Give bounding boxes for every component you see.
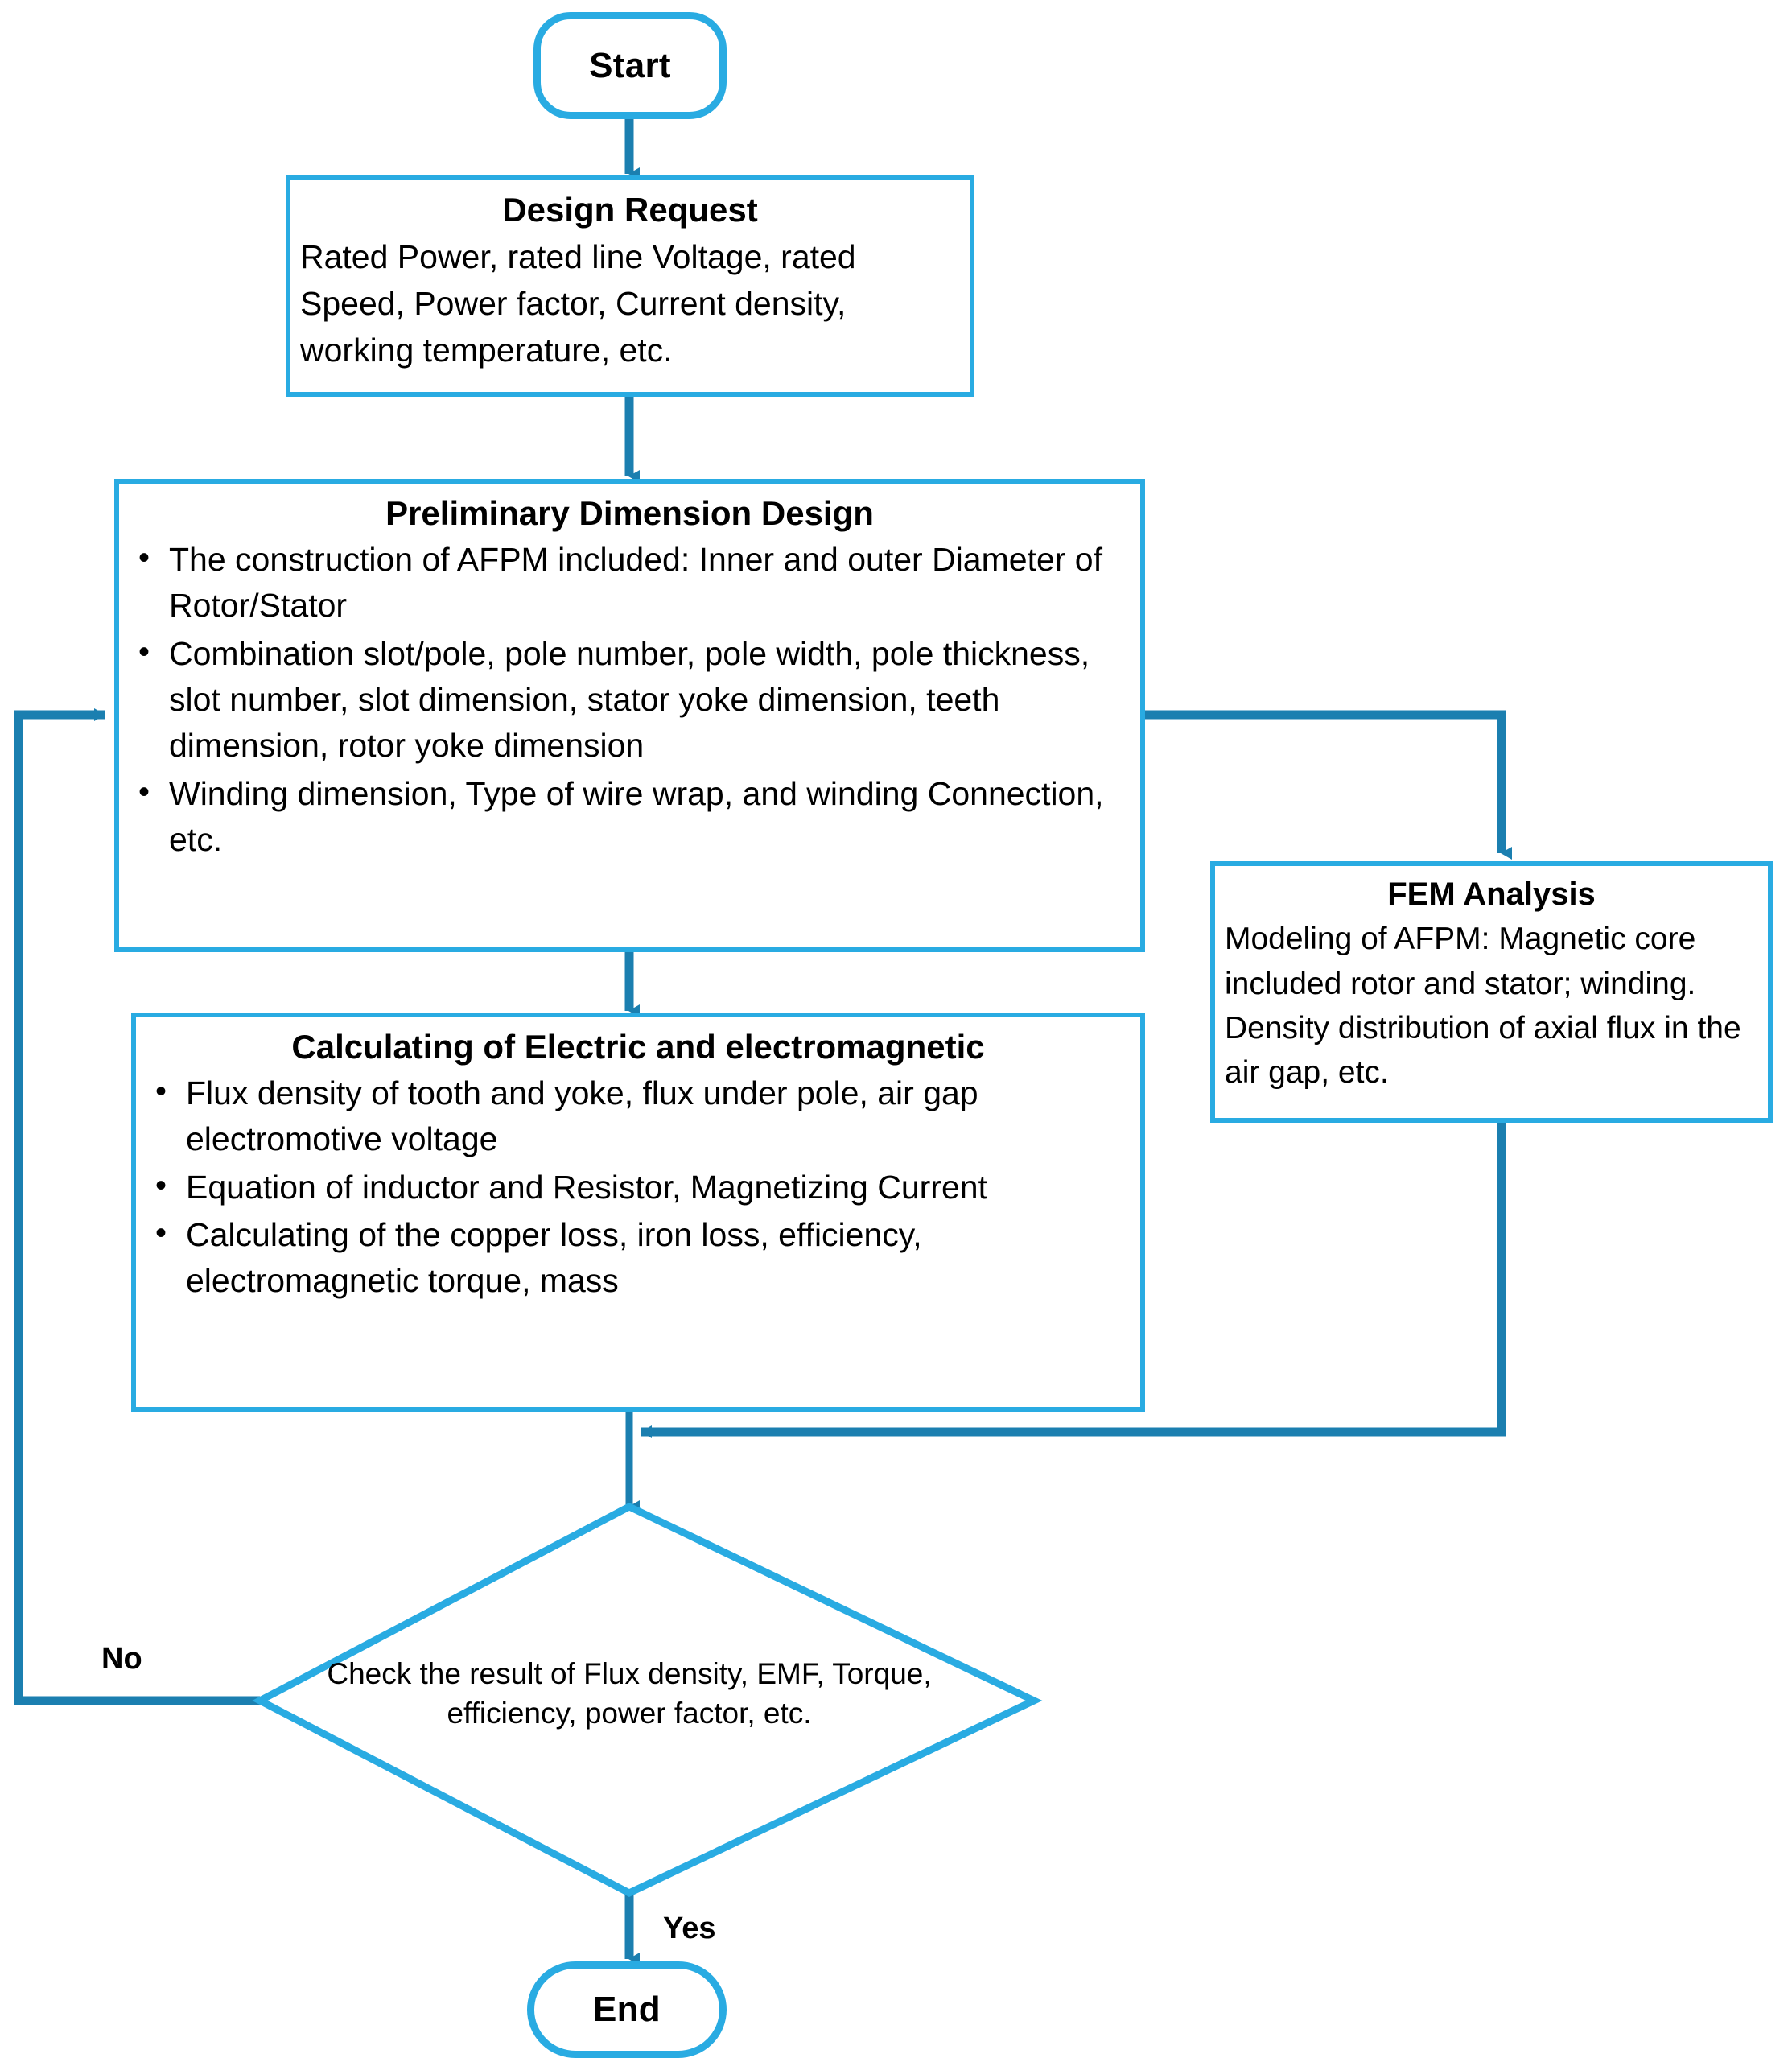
edge-preliminary-to-fem bbox=[1140, 710, 1512, 860]
node-fem-analysis-body: Modeling of AFPM: Magnetic core included… bbox=[1215, 917, 1768, 1100]
node-fem-analysis-title: FEM Analysis bbox=[1387, 876, 1596, 912]
list-item: The construction of AFPM included: Inner… bbox=[127, 535, 1132, 629]
node-start-label: Start bbox=[589, 45, 671, 85]
node-calculating-bullets: Flux density of tooth and yoke, flux und… bbox=[136, 1069, 1140, 1305]
node-preliminary-bullets: The construction of AFPM included: Inner… bbox=[119, 535, 1140, 864]
list-item: Equation of inductor and Resistor, Magne… bbox=[144, 1163, 1132, 1210]
node-calculating-title: Calculating of Electric and electromagne… bbox=[291, 1028, 985, 1066]
node-preliminary-dimension-design[interactable]: Preliminary Dimension Design The constru… bbox=[114, 479, 1145, 952]
list-item: Combination slot/pole, pole number, pole… bbox=[127, 629, 1132, 769]
design-request-text: Rated Power, rated line Voltage, rated S… bbox=[300, 237, 856, 369]
node-design-request-body: Rated Power, rated line Voltage, rated S… bbox=[290, 233, 970, 379]
list-item: Flux density of tooth and yoke, flux und… bbox=[144, 1069, 1132, 1163]
node-preliminary-title: Preliminary Dimension Design bbox=[385, 494, 874, 532]
node-design-request-title: Design Request bbox=[502, 191, 758, 229]
node-end-label: End bbox=[592, 1990, 661, 2029]
node-design-request[interactable]: Design Request Rated Power, rated line V… bbox=[286, 175, 974, 397]
node-end[interactable]: End bbox=[527, 1961, 727, 2058]
node-decision-text: Check the result of Flux density, EMF, T… bbox=[299, 1654, 959, 1733]
edge-label-no: No bbox=[101, 1642, 142, 1676]
edge-label-yes: Yes bbox=[663, 1912, 716, 1945]
node-calculating-electric-electromagnetic[interactable]: Calculating of Electric and electromagne… bbox=[131, 1013, 1145, 1412]
decision-text-line-1: Check the result of Flux density, EMF, T… bbox=[327, 1657, 932, 1690]
node-start[interactable]: Start bbox=[533, 12, 727, 119]
list-item: Winding dimension, Type of wire wrap, an… bbox=[127, 769, 1132, 864]
decision-text-line-2: efficiency, power factor, etc. bbox=[447, 1697, 812, 1730]
node-fem-analysis[interactable]: FEM Analysis Modeling of AFPM: Magnetic … bbox=[1210, 861, 1773, 1123]
fem-analysis-text: Modeling of AFPM: Magnetic core included… bbox=[1225, 922, 1741, 1091]
list-item: Calculating of the copper loss, iron los… bbox=[144, 1210, 1132, 1305]
